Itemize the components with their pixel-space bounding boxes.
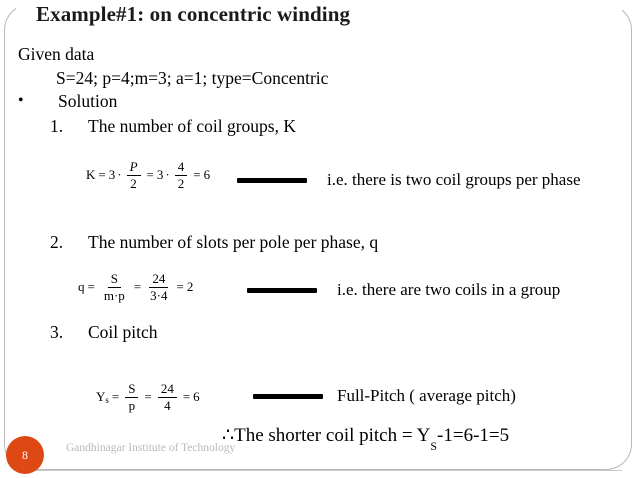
formula-k-equals-3: = <box>193 167 201 183</box>
formula-ys-fraction-2-numerator: 24 <box>157 382 177 398</box>
formula-k-fraction-1-denominator: 2 <box>130 175 137 191</box>
formula-q-result: 2 <box>186 279 194 295</box>
formula-ys-equals-1: = <box>111 389 120 405</box>
step-2-text: The number of slots per pole per phase, … <box>88 232 379 252</box>
formula-k-dot-2: · <box>165 167 170 183</box>
formula-q-fraction-1: S m·p <box>101 272 128 302</box>
formula-ys-fraction-1: S p <box>125 382 139 413</box>
annotation-bar-2 <box>247 288 317 293</box>
formula-q-equals-1: = <box>87 279 95 295</box>
formula-k-dot-1: · <box>117 167 122 183</box>
formula-k-fraction-2-denominator: 2 <box>177 175 185 191</box>
conclusion-subscript: S <box>430 438 438 453</box>
footer-divider <box>22 470 622 471</box>
formula-q-lhs: q <box>78 279 85 295</box>
solution-label: Solution <box>58 91 118 111</box>
formula-k-factor-1: 3 <box>108 167 116 183</box>
formula-ys-equals-3: = <box>182 389 191 405</box>
formula-q-fraction-2-numerator: 24 <box>149 272 169 288</box>
formula-k-fraction-1: P 2 <box>126 160 141 191</box>
given-data-label: Given data <box>18 44 95 64</box>
formula-k-fraction-1-numerator: P <box>126 160 141 176</box>
given-data-values: S=24; p=4;m=3; a=1; type=Concentric <box>56 68 329 88</box>
step-1-number: 1. <box>50 116 64 136</box>
formula-q-equals-3: = <box>176 279 184 295</box>
footer-organization: Gandhinagar Institute of Technology <box>66 442 236 454</box>
formula-k-result: 6 <box>203 167 211 183</box>
formula-k-equals-2: = <box>146 167 154 183</box>
formula-slots-per-pole-per-phase: q = S m·p = 24 3·4 = 2 <box>78 272 193 302</box>
bullet-icon: • <box>18 92 24 109</box>
step-1-text: The number of coil groups, K <box>88 116 297 136</box>
formula-ys-fraction-1-numerator: S <box>125 382 139 398</box>
annotation-note-3: Full-Pitch ( average pitch) <box>337 386 516 405</box>
formula-k-factor-2: 3 <box>156 167 164 183</box>
formula-k-fraction-2: 4 2 <box>174 160 188 191</box>
formula-ys-fraction-1-denominator: p <box>128 397 136 413</box>
formula-ys-result: 6 <box>193 389 200 405</box>
annotation-note-1: i.e. there is two coil groups per phase <box>327 170 581 189</box>
page-title: Example#1: on concentric winding <box>36 2 351 26</box>
formula-q-fraction-1-denominator: m·p <box>103 287 125 303</box>
formula-q-fraction-2: 24 3·4 <box>147 272 170 302</box>
formula-k-lhs: K <box>86 167 96 183</box>
formula-coil-groups: K = 3 · P 2 = 3 · 4 2 = 6 <box>86 160 210 190</box>
formula-ys-fraction-2-denominator: 4 <box>164 397 171 413</box>
formula-ys-subscript: s <box>105 395 109 406</box>
step-2-number: 2. <box>50 232 64 252</box>
formula-ys-fraction-2: 24 4 <box>157 382 177 413</box>
conclusion-suffix: -1=6-1=5 <box>437 425 510 446</box>
formula-ys-equals-2: = <box>144 389 152 405</box>
formula-q-fraction-1-numerator: S <box>107 272 121 288</box>
title-frame-mask <box>16 0 622 12</box>
conclusion-prefix: ∴The shorter coil pitch = Y <box>222 425 431 446</box>
annotation-note-2: i.e. there are two coils in a group <box>337 280 561 299</box>
annotation-bar-1 <box>237 178 307 183</box>
formula-k-equals-1: = <box>98 167 106 183</box>
formula-q-equals-2: = <box>133 279 142 295</box>
step-3-number: 3. <box>50 322 64 342</box>
step-3-text: Coil pitch <box>88 322 158 342</box>
annotation-bar-3 <box>253 394 323 399</box>
conclusion-line: ∴The shorter coil pitch = YS-1=6-1=5 <box>222 424 510 453</box>
formula-k-fraction-2-numerator: 4 <box>174 160 188 176</box>
page-number-badge: 8 <box>6 436 44 474</box>
formula-q-fraction-2-denominator: 3·4 <box>150 287 168 303</box>
formula-coil-pitch: Y s = S p = 24 4 = 6 <box>96 382 200 412</box>
formula-ys-lhs: Y <box>96 389 106 405</box>
